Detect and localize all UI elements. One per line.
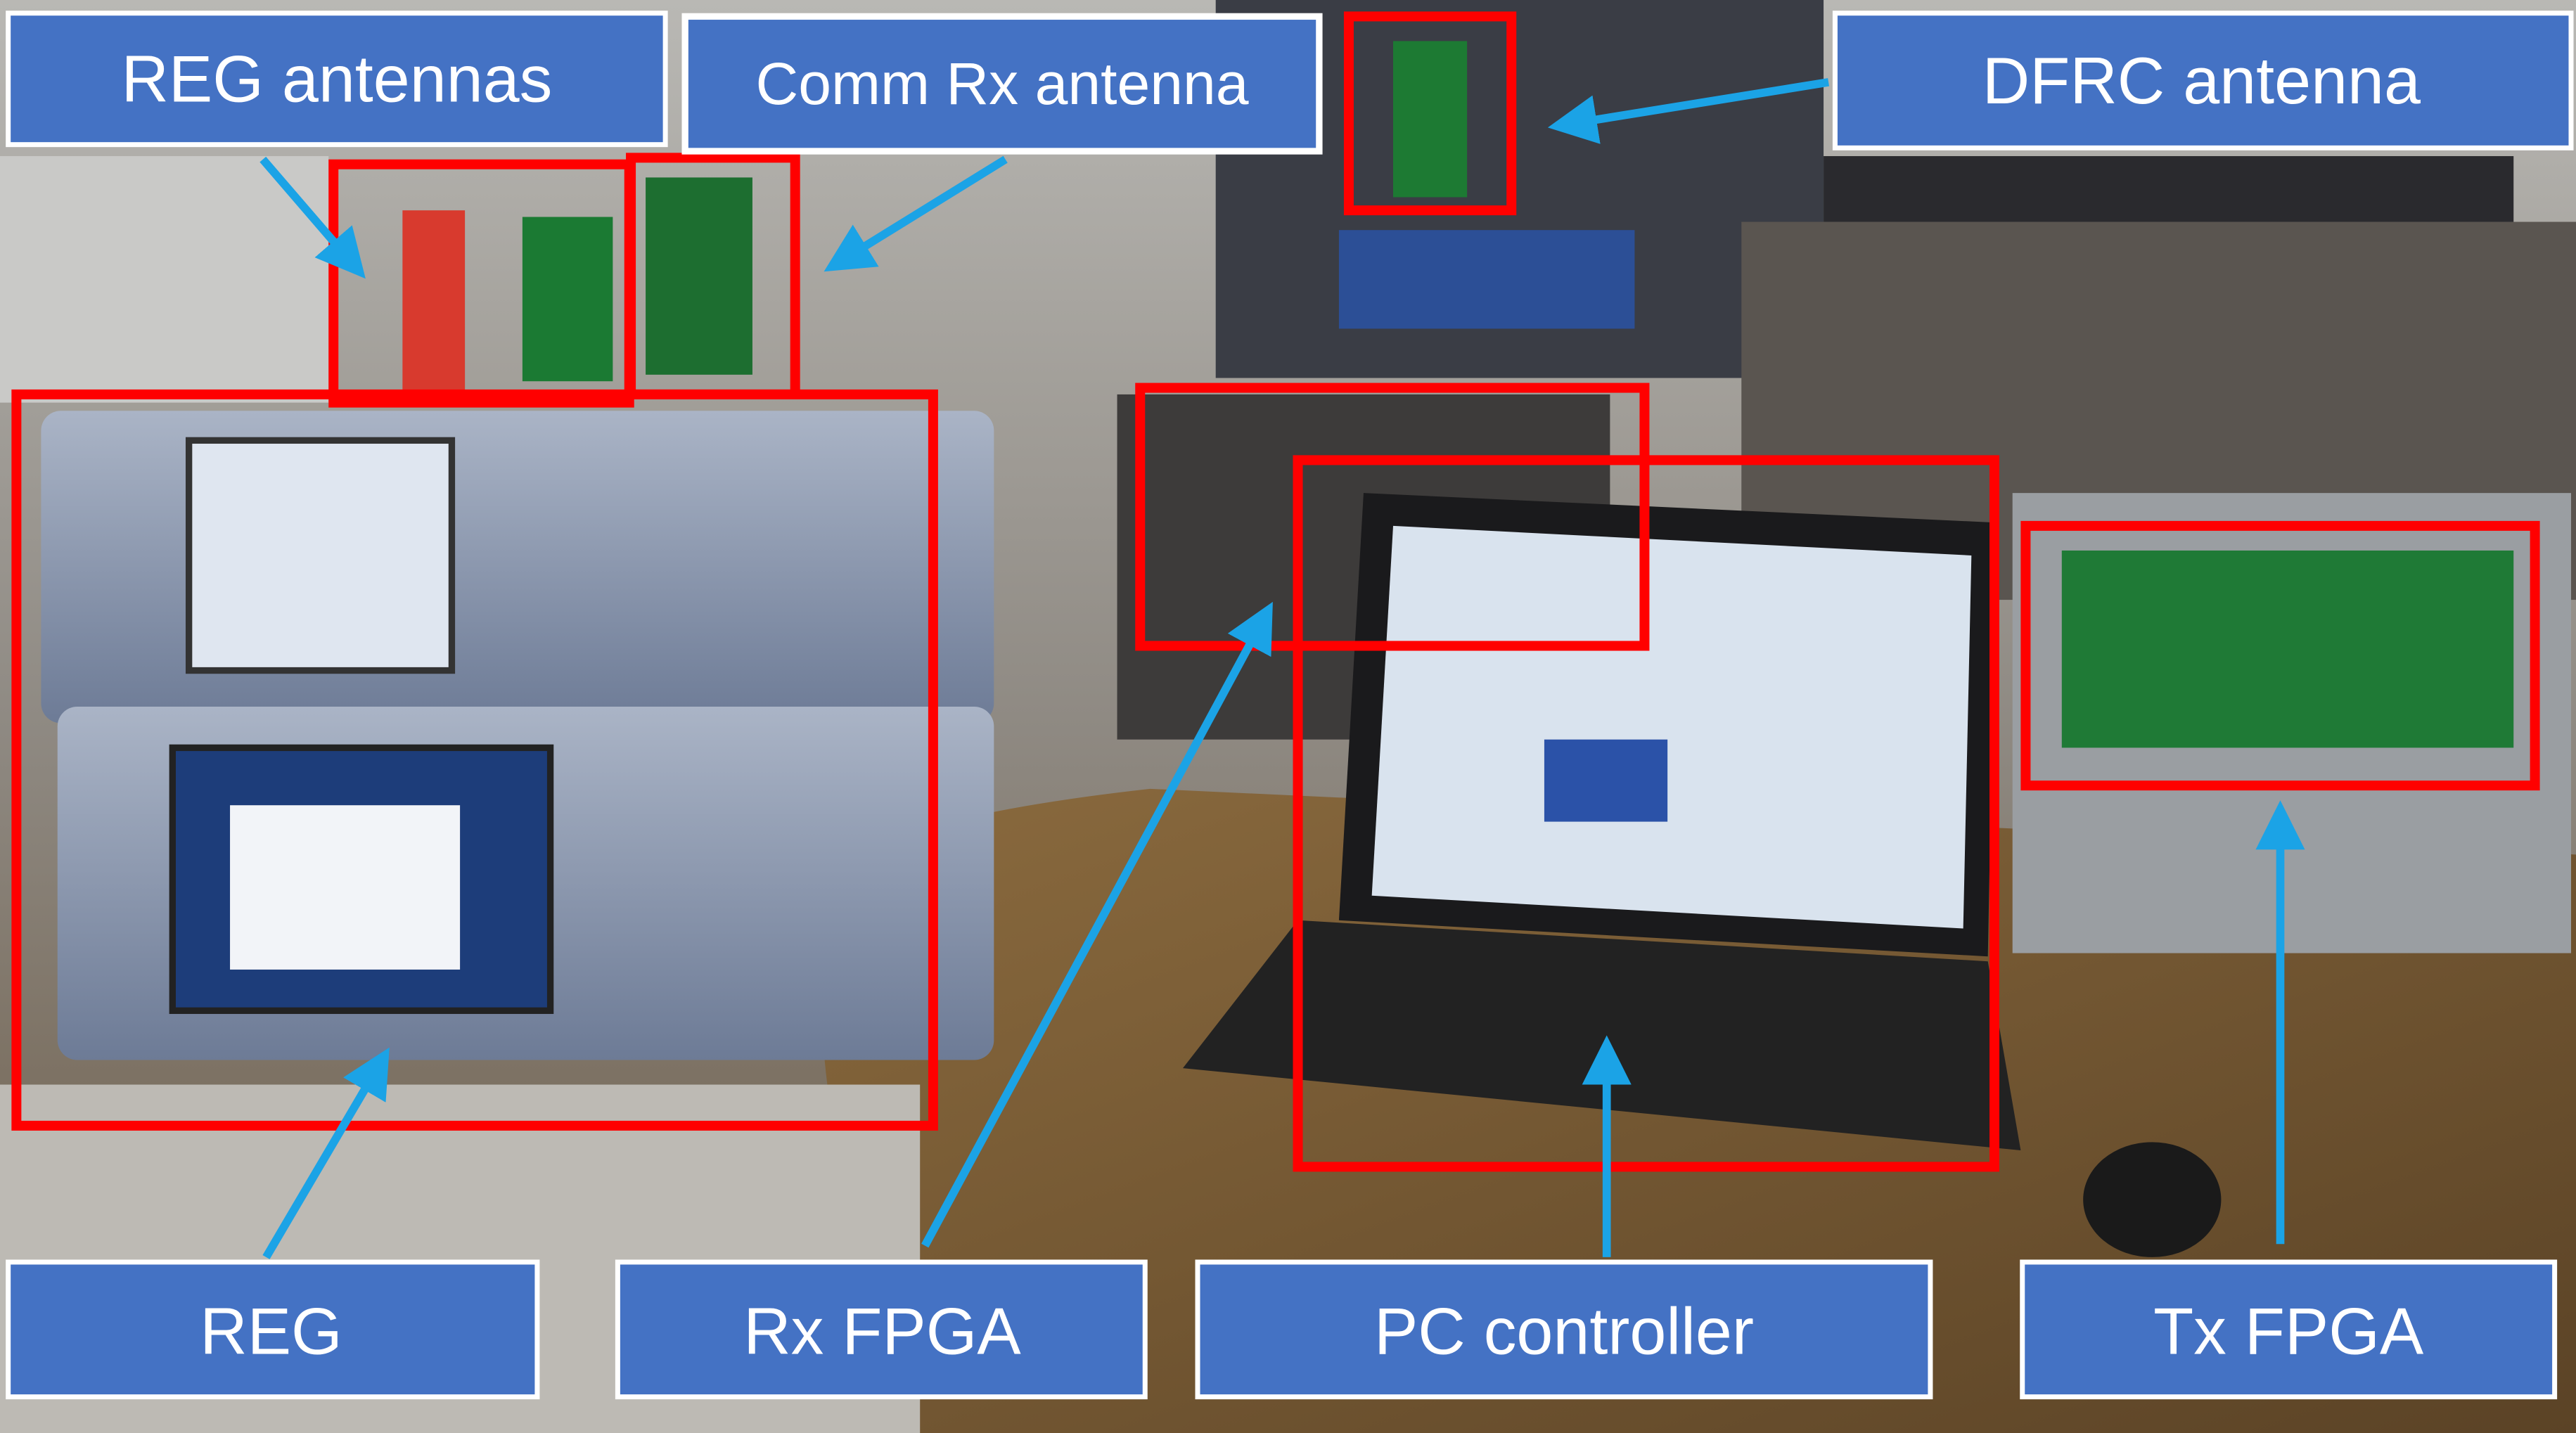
fpga-board — [2061, 550, 2514, 748]
label-text: REG — [200, 1294, 342, 1368]
label-text: Rx FPGA — [743, 1294, 1021, 1368]
label-rx-fpga: Rx FPGA — [615, 1259, 1148, 1400]
label-text: PC controller — [1374, 1294, 1754, 1368]
shelf — [0, 156, 329, 403]
signal-generator — [41, 411, 994, 724]
power-strip — [1338, 230, 1635, 329]
dfrc-antenna-box — [1343, 11, 1517, 216]
label-reg: REG — [6, 1259, 540, 1400]
arrow-rx-fpga — [921, 601, 1273, 1248]
label-text: Comm Rx antenna — [755, 51, 1248, 117]
arrow-reg-antennas — [259, 156, 366, 279]
label-text: DFRC antenna — [1982, 44, 2421, 117]
arrow-comm-rx — [824, 155, 1008, 272]
arrow-reg — [262, 1047, 390, 1259]
arrow-dfrc — [1547, 78, 1830, 144]
pc-controller-box — [1293, 455, 2000, 1172]
label-tx-fpga: Tx FPGA — [2020, 1259, 2558, 1400]
reg-box — [11, 389, 938, 1131]
label-text: Tx FPGA — [2153, 1294, 2424, 1368]
mouse — [2083, 1142, 2222, 1257]
rx-fpga-box — [1135, 383, 1650, 651]
label-reg-antennas: REG antennas — [6, 11, 668, 148]
horn-antenna — [402, 210, 466, 392]
label-pc-controller: PC controller — [1195, 1259, 1933, 1400]
label-dfrc-antenna: DFRC antenna — [1832, 11, 2574, 150]
label-text: REG antennas — [121, 42, 552, 116]
label-comm-rx-antenna: Comm Rx antenna — [681, 13, 1323, 155]
tx-fpga-box — [2020, 520, 2540, 791]
